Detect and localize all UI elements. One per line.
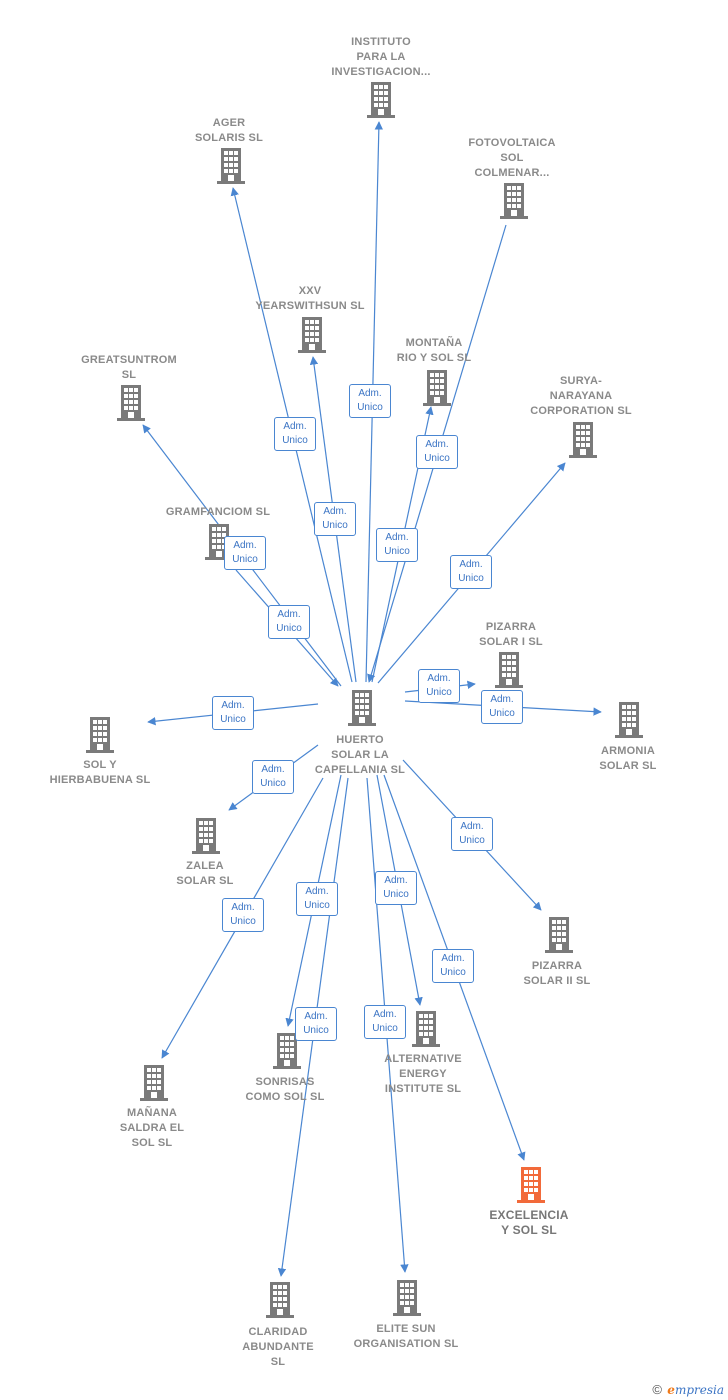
building-icon-xxv[interactable]: [298, 317, 326, 353]
edge-label-gramfanciom[interactable]: Adm. Unico: [224, 536, 266, 570]
center-company-label-center[interactable]: HUERTO SOLAR LA CAPELLANIA SL: [314, 734, 406, 776]
building-icon-ager[interactable]: [217, 148, 245, 184]
edge-label-claridad[interactable]: Adm. Unico: [295, 1007, 337, 1041]
edge-label-elite[interactable]: Adm. Unico: [364, 1005, 406, 1039]
building-icon-surya[interactable]: [569, 422, 597, 458]
company-label-elite[interactable]: ELITE SUN ORGANISATION SL: [353, 1323, 459, 1350]
edge-label-greatsuntrom[interactable]: Adm. Unico: [268, 605, 310, 639]
company-label-claridad[interactable]: CLARIDAD ABUNDANTE SL: [242, 1326, 314, 1368]
company-label-fotovoltaica[interactable]: FOTOVOLTAICA SOL COLMENAR...: [468, 137, 556, 179]
edge-label-zalea[interactable]: Adm. Unico: [252, 760, 294, 794]
edge-label-sonrisas[interactable]: Adm. Unico: [296, 882, 338, 916]
building-icon-alternative[interactable]: [412, 1011, 440, 1047]
edge-label-solyhierba[interactable]: Adm. Unico: [212, 696, 254, 730]
company-label-excelencia[interactable]: EXCELENCIA Y SOL SL: [489, 1208, 569, 1237]
company-label-montana[interactable]: MONTAÑA RIO Y SOL SL: [396, 337, 472, 364]
edge-label-pizarra1[interactable]: Adm. Unico: [418, 669, 460, 703]
building-icon-manana[interactable]: [140, 1065, 168, 1101]
building-icon-solyhierba[interactable]: [86, 717, 114, 753]
building-icon-montana[interactable]: [423, 370, 451, 406]
building-icon-claridad[interactable]: [266, 1282, 294, 1318]
edge-label-surya[interactable]: Adm. Unico: [450, 555, 492, 589]
company-label-armonia[interactable]: ARMONIA SOLAR SL: [599, 745, 657, 772]
edge-label-manana[interactable]: Adm. Unico: [222, 898, 264, 932]
edge-label-excelencia[interactable]: Adm. Unico: [432, 949, 474, 983]
brand-initial: e: [667, 1383, 675, 1397]
brand-rest: mpresia: [674, 1383, 724, 1397]
edge-label-xxv[interactable]: Adm. Unico: [314, 502, 356, 536]
footer-brand[interactable]: © empresia: [652, 1382, 724, 1397]
building-icon-zalea[interactable]: [192, 818, 220, 854]
edge-label-instituto[interactable]: Adm. Unico: [349, 384, 391, 418]
company-label-pizarra2[interactable]: PIZARRA SOLAR II SL: [523, 960, 591, 987]
company-label-solyhierba[interactable]: SOL Y HIERBABUENA SL: [49, 759, 151, 786]
edge-label-montana[interactable]: Adm. Unico: [416, 435, 458, 469]
company-label-gramfanciom[interactable]: GRAMFANCIOM SL: [165, 506, 271, 518]
company-label-zalea[interactable]: ZALEA SOLAR SL: [176, 860, 234, 887]
building-icon-excelencia[interactable]: [517, 1167, 545, 1203]
building-icon-pizarra2[interactable]: [545, 917, 573, 953]
edge-label-fotovoltaica[interactable]: Adm. Unico: [376, 528, 418, 562]
company-label-instituto[interactable]: INSTITUTO PARA LA INVESTIGACION...: [331, 36, 431, 78]
company-label-manana[interactable]: MAÑANA SALDRA EL SOL SL: [119, 1107, 185, 1149]
center-building-icon-center[interactable]: [348, 690, 376, 726]
building-icon-greatsuntrom[interactable]: [117, 385, 145, 421]
company-label-surya[interactable]: SURYA- NARAYANA CORPORATION SL: [530, 375, 632, 417]
edge-label-ager[interactable]: Adm. Unico: [274, 417, 316, 451]
building-icon-pizarra1[interactable]: [495, 652, 523, 688]
building-icon-elite[interactable]: [393, 1280, 421, 1316]
edge-label-pizarra2[interactable]: Adm. Unico: [451, 817, 493, 851]
copyright-symbol: ©: [652, 1382, 662, 1397]
building-icon-instituto[interactable]: [367, 82, 395, 118]
empresia-logo: empresia: [667, 1383, 724, 1397]
building-icon-fotovoltaica[interactable]: [500, 183, 528, 219]
company-label-xxv[interactable]: XXV YEARSWITHSUN SL: [255, 285, 365, 312]
company-label-greatsuntrom[interactable]: GREATSUNTROM SL: [81, 354, 177, 381]
building-icon-armonia[interactable]: [615, 702, 643, 738]
company-label-pizarra1[interactable]: PIZARRA SOLAR I SL: [479, 621, 543, 648]
company-label-sonrisas[interactable]: SONRISAS COMO SOL SL: [245, 1076, 325, 1103]
company-label-alternative[interactable]: ALTERNATIVE ENERGY INSTITUTE SL: [384, 1053, 462, 1095]
edge-label-armonia[interactable]: Adm. Unico: [481, 690, 523, 724]
edge-label-alternative[interactable]: Adm. Unico: [375, 871, 417, 905]
company-label-ager[interactable]: AGER SOLARIS SL: [194, 117, 263, 144]
